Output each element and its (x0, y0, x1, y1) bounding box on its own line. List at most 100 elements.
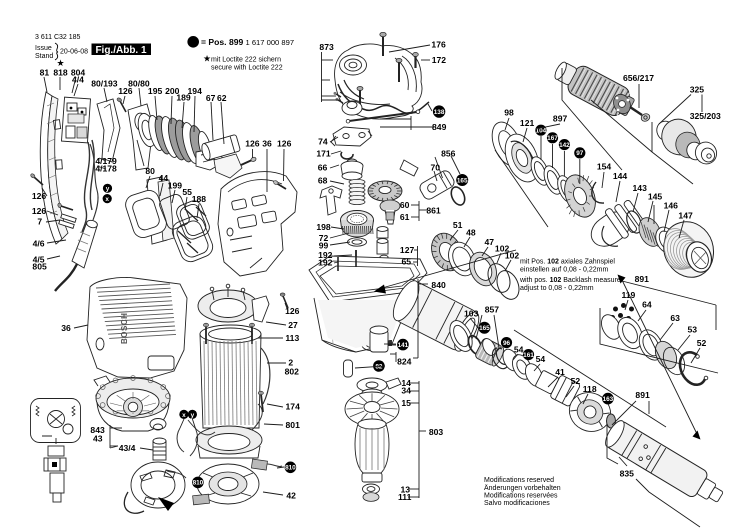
svg-text:★: ★ (56, 58, 64, 68)
svg-text:36: 36 (61, 323, 71, 333)
svg-text:857: 857 (485, 304, 500, 314)
svg-text:102: 102 (495, 243, 510, 253)
svg-text:4/6: 4/6 (33, 238, 45, 248)
svg-text:126: 126 (32, 206, 47, 216)
svg-text:891: 891 (635, 274, 650, 284)
svg-text:74: 74 (318, 136, 328, 146)
svg-text:44: 44 (159, 173, 169, 183)
svg-text:192: 192 (318, 258, 333, 268)
svg-text:60: 60 (400, 200, 410, 210)
svg-text:4/178: 4/178 (95, 164, 117, 174)
svg-text:★: ★ (203, 54, 211, 64)
svg-text:secure with Loctite 222: secure with Loctite 222 (211, 65, 283, 72)
svg-text:161: 161 (523, 352, 534, 359)
svg-text:167: 167 (547, 135, 558, 142)
svg-text:63: 63 (670, 313, 680, 323)
svg-text:7: 7 (37, 216, 42, 226)
svg-text:3 611 C32 185: 3 611 C32 185 (35, 34, 81, 41)
svg-text:80/193: 80/193 (91, 78, 118, 88)
svg-text:adjust to 0,08 - 0,22mm: adjust to 0,08 - 0,22mm (520, 285, 594, 292)
svg-text:146: 146 (664, 200, 679, 210)
svg-text:111: 111 (398, 492, 412, 502)
svg-text:810: 810 (285, 465, 296, 472)
svg-text:656/217: 656/217 (623, 73, 654, 83)
svg-text:325/203: 325/203 (690, 111, 721, 121)
svg-text:176: 176 (431, 40, 446, 50)
svg-text:174: 174 (286, 402, 301, 412)
svg-text:121: 121 (520, 118, 535, 128)
svg-text:165: 165 (457, 177, 468, 184)
svg-text:199: 199 (168, 180, 183, 190)
svg-text:891: 891 (635, 390, 650, 400)
svg-text:20-06-08: 20-06-08 (60, 49, 88, 56)
svg-text:104: 104 (536, 128, 547, 135)
svg-text:805: 805 (32, 262, 47, 272)
svg-text:818: 818 (53, 68, 68, 78)
svg-text:126: 126 (285, 306, 300, 316)
svg-text:119: 119 (621, 290, 635, 300)
svg-text:147: 147 (678, 210, 693, 220)
svg-text:99: 99 (319, 241, 329, 251)
svg-text:802: 802 (285, 367, 300, 377)
svg-text:118: 118 (583, 384, 597, 394)
svg-text:189: 189 (176, 93, 191, 103)
svg-text:325: 325 (690, 84, 705, 94)
svg-text:143: 143 (633, 183, 648, 193)
svg-text:849: 849 (432, 122, 447, 132)
svg-text:4/5: 4/5 (33, 254, 45, 264)
svg-text:Modifications reservées: Modifications reservées (484, 492, 558, 499)
svg-text:98: 98 (504, 108, 514, 118)
svg-text:198: 198 (316, 222, 331, 232)
svg-text:126: 126 (277, 139, 292, 149)
svg-text:Stand: Stand (35, 53, 53, 60)
svg-text:y: y (191, 412, 195, 419)
svg-text:einstellen auf 0,08 - 0,22mm: einstellen auf 0,08 - 0,22mm (520, 267, 608, 274)
svg-text:80: 80 (145, 166, 155, 176)
svg-text:145: 145 (648, 191, 663, 201)
svg-text:200: 200 (165, 86, 180, 96)
svg-text:824: 824 (397, 357, 412, 367)
svg-text:mit Pos. 102 axiales Zahnspiel: mit Pos. 102 axiales Zahnspiel (520, 259, 615, 266)
svg-text:Issue: Issue (35, 45, 52, 52)
svg-text:81: 81 (40, 68, 50, 78)
svg-text:with pos. 102 Backlash measure: with pos. 102 Backlash measure (519, 277, 621, 284)
svg-text:34: 34 (401, 385, 411, 395)
svg-text:43/4: 43/4 (119, 443, 136, 453)
svg-text:102: 102 (505, 251, 520, 261)
svg-text:835: 835 (620, 469, 635, 479)
svg-text:171: 171 (316, 148, 331, 158)
svg-text:x: x (105, 196, 109, 203)
svg-text:54: 54 (536, 354, 546, 364)
svg-text:BOSCH: BOSCH (120, 313, 129, 344)
svg-text:42: 42 (286, 491, 296, 501)
svg-text:43: 43 (93, 433, 103, 443)
svg-text:96: 96 (503, 340, 511, 347)
svg-text:52: 52 (571, 376, 581, 386)
svg-text:47: 47 (485, 237, 495, 247)
svg-text:856: 856 (441, 149, 456, 159)
svg-text:172: 172 (432, 55, 447, 65)
svg-text:27: 27 (288, 320, 298, 330)
svg-text:192: 192 (318, 250, 333, 260)
svg-text:15: 15 (401, 398, 411, 408)
svg-text:70: 70 (431, 162, 441, 172)
svg-text:840: 840 (431, 280, 446, 290)
svg-text:48: 48 (466, 227, 476, 237)
svg-text:194: 194 (188, 86, 203, 96)
svg-text:127: 127 (400, 245, 415, 255)
svg-text:97: 97 (576, 150, 584, 157)
svg-text:36: 36 (262, 139, 272, 149)
svg-text:126: 126 (118, 86, 133, 96)
svg-text:843: 843 (90, 425, 105, 435)
svg-text:54: 54 (514, 344, 524, 354)
svg-text:51: 51 (453, 220, 463, 230)
svg-text:80/80: 80/80 (128, 78, 150, 88)
svg-text:4/4: 4/4 (72, 75, 84, 85)
svg-text:64: 64 (642, 300, 652, 310)
svg-text:62: 62 (217, 93, 227, 103)
svg-text:= Pos. 899: = Pos. 899 (201, 37, 244, 47)
svg-text:x: x (182, 412, 186, 419)
svg-text:52: 52 (697, 338, 707, 348)
svg-text:Salvo modificaciones: Salvo modificaciones (484, 500, 550, 507)
svg-text:4/179: 4/179 (95, 156, 117, 166)
